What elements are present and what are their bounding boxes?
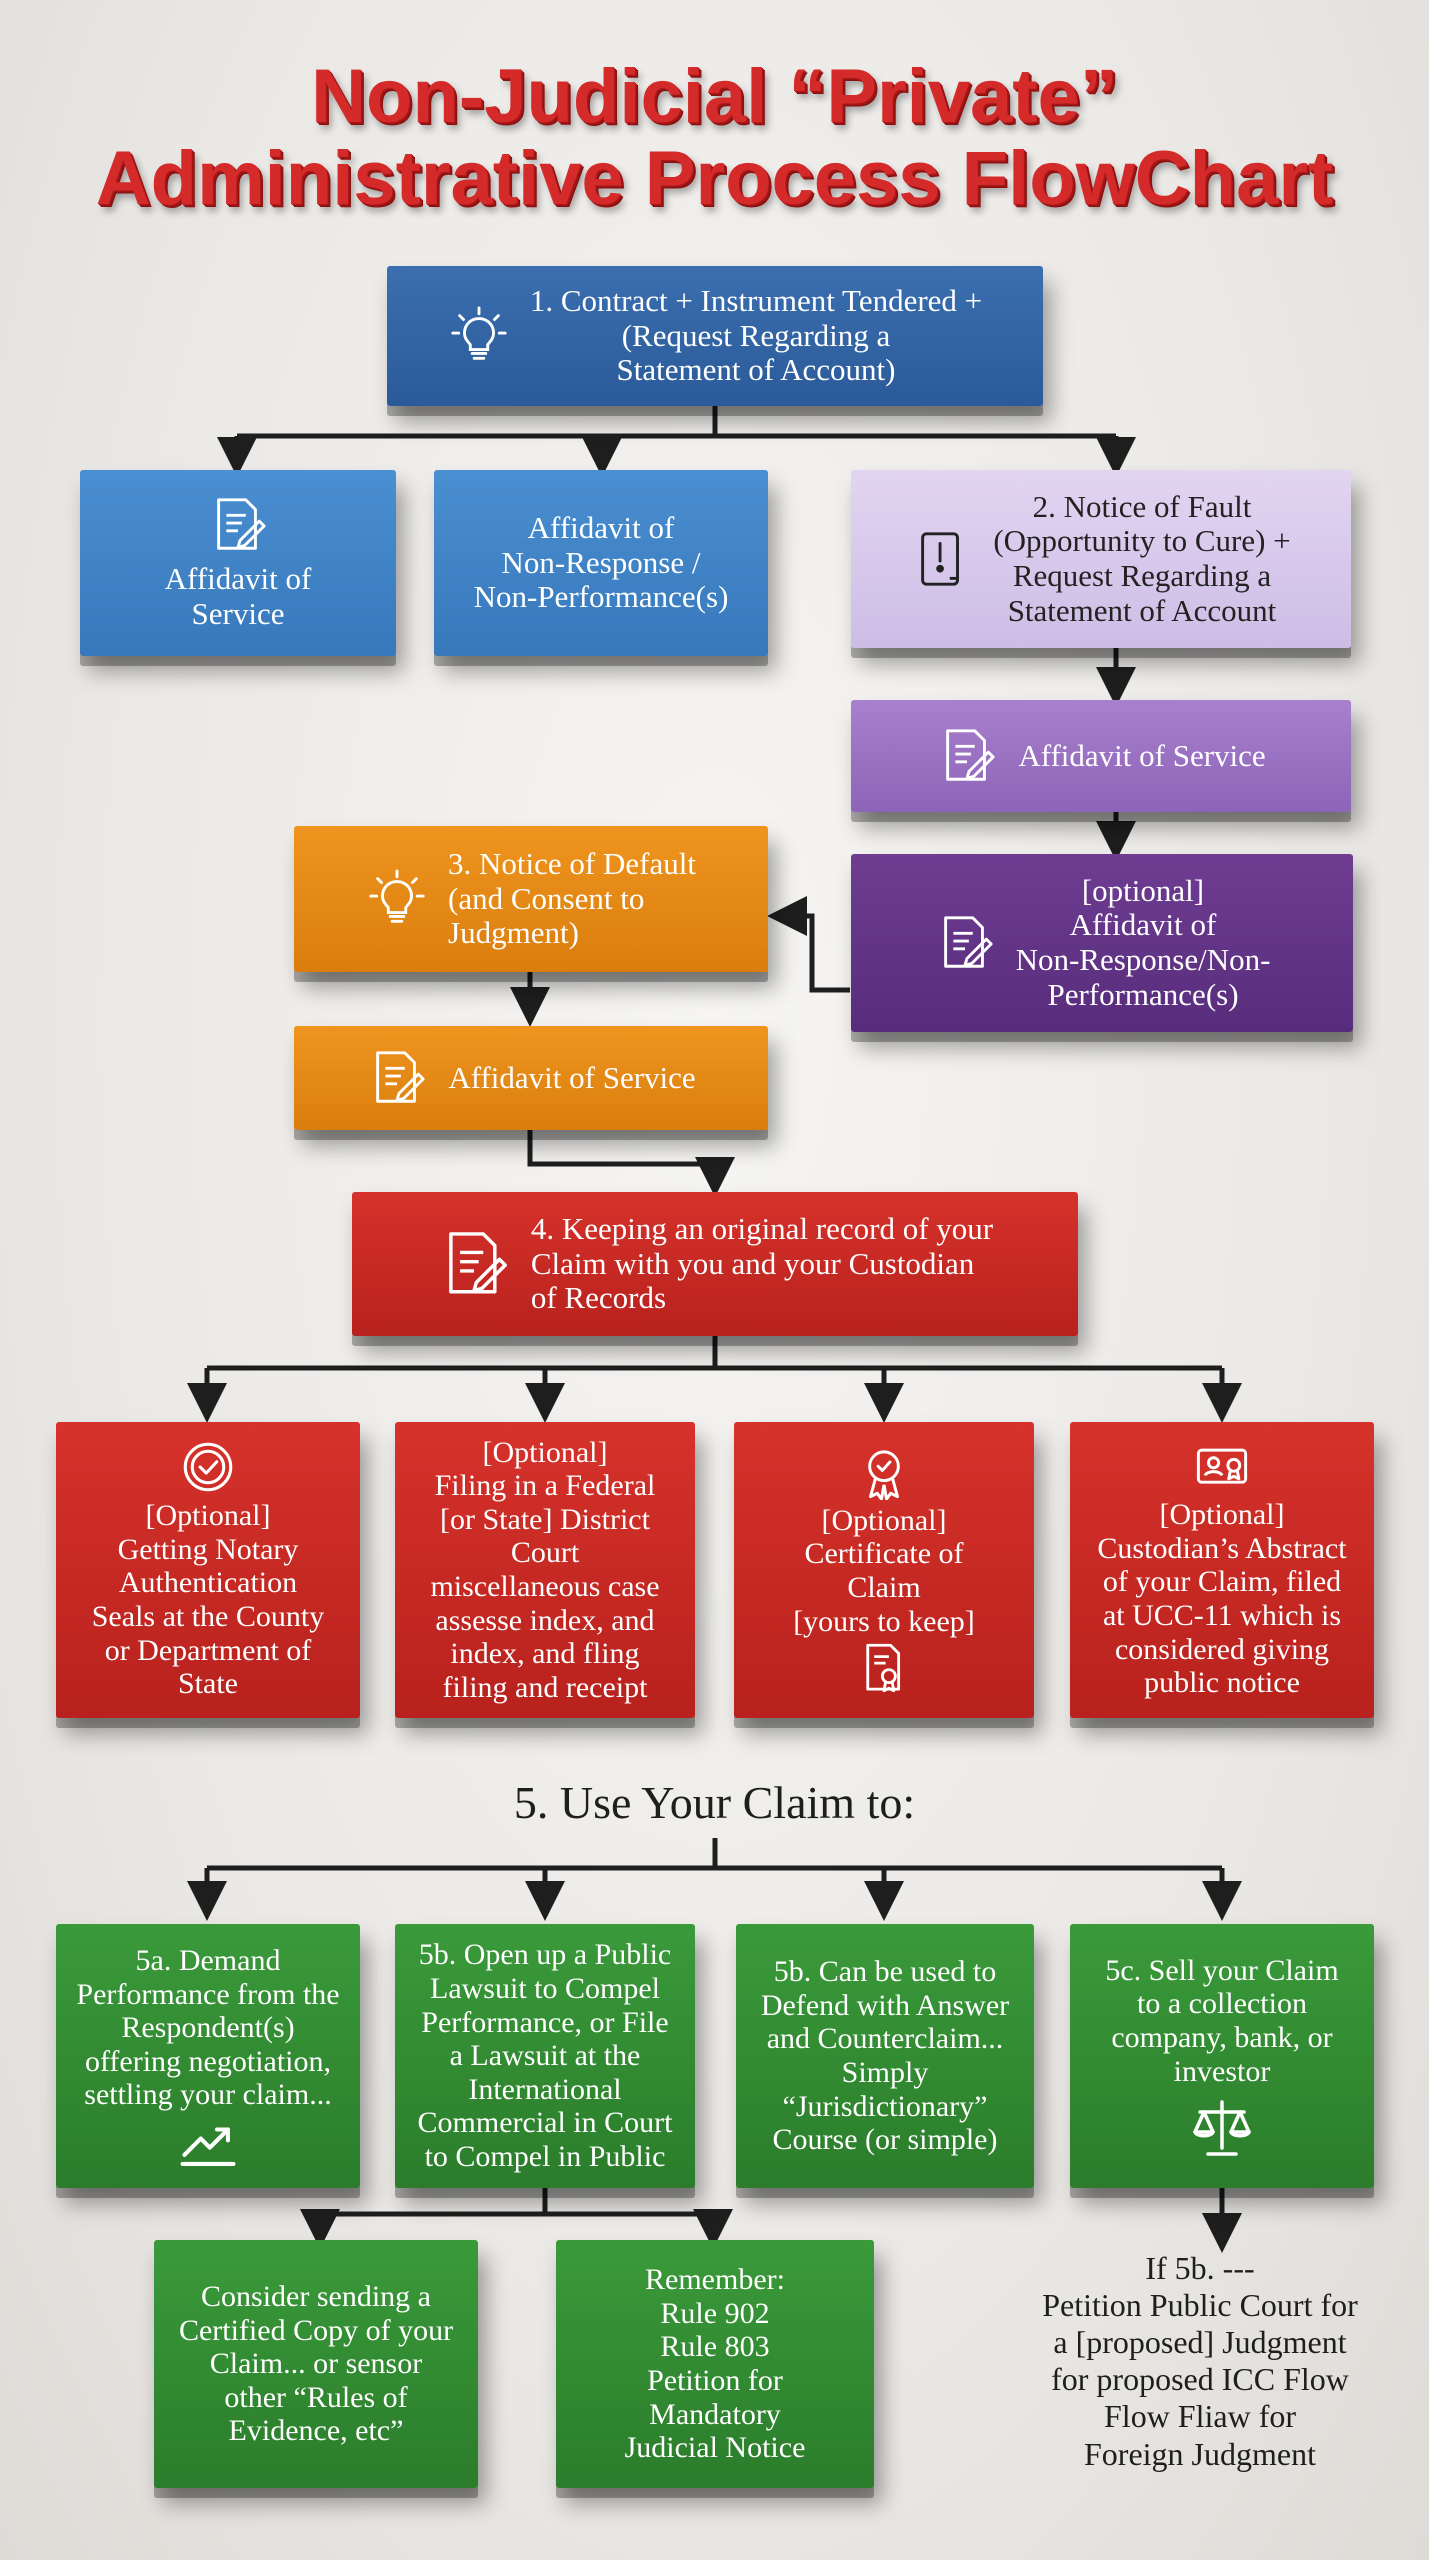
- step5-option-5c: 5c. Sell your Claim to a collection comp…: [1070, 1924, 1374, 2188]
- step5-sub-option-certified-copy: Consider sending a Certified Copy of you…: [154, 2240, 478, 2488]
- step2-optional-affidavit-box: [optional] Affidavit of Non-Response/Non…: [851, 854, 1353, 1032]
- document-pen-icon: [437, 1227, 511, 1301]
- step1-text: 1. Contract + Instrument Tendered + (Req…: [529, 282, 983, 388]
- step4-option-abstract-text: [Optional] Custodian’s Abstract of your …: [1097, 1498, 1347, 1700]
- affidavit-service-box-1: Affidavit of Service: [80, 470, 396, 656]
- lightbulb-icon: [366, 868, 428, 930]
- step5-option-5b-open: 5b. Open up a Public Lawsuit to Compel P…: [395, 1924, 695, 2188]
- step4-option-notary: [Optional] Getting Notary Authentication…: [56, 1422, 360, 1718]
- step3-text: 3. Notice of Default (and Consent to Jud…: [448, 845, 696, 951]
- final-note: If 5b. --- Petition Public Court for a […: [1042, 2250, 1358, 2472]
- step2-affidavit-service-box: Affidavit of Service: [851, 700, 1351, 812]
- step3-affidavit-service-text: Affidavit of Service: [448, 1059, 696, 1095]
- lightbulb-icon: [448, 305, 510, 367]
- scales-icon: [1189, 2098, 1255, 2158]
- step5-option-5a: 5a. Demand Performance from the Responde…: [56, 1924, 360, 2188]
- document-pen-icon: [934, 912, 996, 974]
- step2-affidavit-service-text: Affidavit of Service: [1018, 737, 1266, 773]
- step2-box: 2. Notice of Fault (Opportunity to Cure)…: [851, 470, 1351, 648]
- connector-affidavit-to-step4: [527, 1126, 735, 1197]
- affidavit-service-text-1: Affidavit of Service: [164, 561, 312, 631]
- step5-option-5b-open-text: 5b. Open up a Public Lawsuit to Compel P…: [417, 1938, 673, 2173]
- step2-optional-affidavit-text: [optional] Affidavit of Non-Response/Non…: [1015, 872, 1271, 1012]
- step5-label: 5. Use Your Claim to:: [513, 1777, 916, 1828]
- step5-sub-option-remember: Remember: Rule 902 Rule 803 Petition for…: [556, 2240, 874, 2488]
- step4-option-filing-text: [Optional] Filing in a Federal [or State…: [430, 1435, 660, 1704]
- page-title-line-1: Non-Judicial “Private”: [311, 54, 1118, 139]
- page-title-line-2: Administrative Process FlowChart: [95, 136, 1334, 221]
- step5-option-5c-text: 5c. Sell your Claim to a collection comp…: [1105, 1953, 1339, 2088]
- step5-sub-option-remember-text: Remember: Rule 902 Rule 803 Petition for…: [624, 2263, 806, 2465]
- step5-sub-option-certified-copy-text: Consider sending a Certified Copy of you…: [178, 2280, 454, 2448]
- step1-box: 1. Contract + Instrument Tendered + (Req…: [387, 266, 1043, 406]
- award-ribbon-icon: [857, 1446, 911, 1501]
- step5-option-5b-defend-text: 5b. Can be used to Defend with Answer an…: [760, 1955, 1010, 2157]
- seal-check-icon: [180, 1439, 236, 1495]
- step4-option-certificate: [Optional] Certificate of Claim [yours t…: [734, 1422, 1034, 1718]
- trend-up-icon: [179, 2120, 237, 2168]
- step3-box: 3. Notice of Default (and Consent to Jud…: [294, 826, 768, 972]
- id-card-icon: [1193, 1440, 1251, 1494]
- document-pen-icon: [207, 494, 269, 556]
- step4-option-abstract: [Optional] Custodian’s Abstract of your …: [1070, 1422, 1374, 1718]
- step4-box: 4. Keeping an original record of your Cl…: [352, 1192, 1078, 1336]
- alert-document-icon: [911, 528, 973, 590]
- affidavit-nonresponse-text-1: Affidavit of Non-Response / Non-Performa…: [473, 509, 729, 615]
- step2-text: 2. Notice of Fault (Opportunity to Cure)…: [993, 488, 1291, 628]
- step5-option-5a-text: 5a. Demand Performance from the Responde…: [76, 1944, 340, 2112]
- step3-affidavit-service-box: Affidavit of Service: [294, 1026, 768, 1130]
- step4-option-certificate-text: [Optional] Certificate of Claim [yours t…: [793, 1503, 975, 1638]
- certificate-icon: [858, 1642, 910, 1694]
- connector-optional-to-step3: [767, 896, 850, 993]
- step5-option-5b-defend: 5b. Can be used to Defend with Answer an…: [736, 1924, 1034, 2188]
- affidavit-nonresponse-box-1: Affidavit of Non-Response / Non-Performa…: [434, 470, 768, 656]
- step4-text: 4. Keeping an original record of your Cl…: [530, 1210, 994, 1316]
- document-pen-icon: [936, 725, 998, 787]
- document-pen-icon: [366, 1047, 428, 1109]
- step4-option-notary-text: [Optional] Getting Notary Authentication…: [91, 1499, 325, 1701]
- step4-option-filing: [Optional] Filing in a Federal [or State…: [395, 1422, 695, 1718]
